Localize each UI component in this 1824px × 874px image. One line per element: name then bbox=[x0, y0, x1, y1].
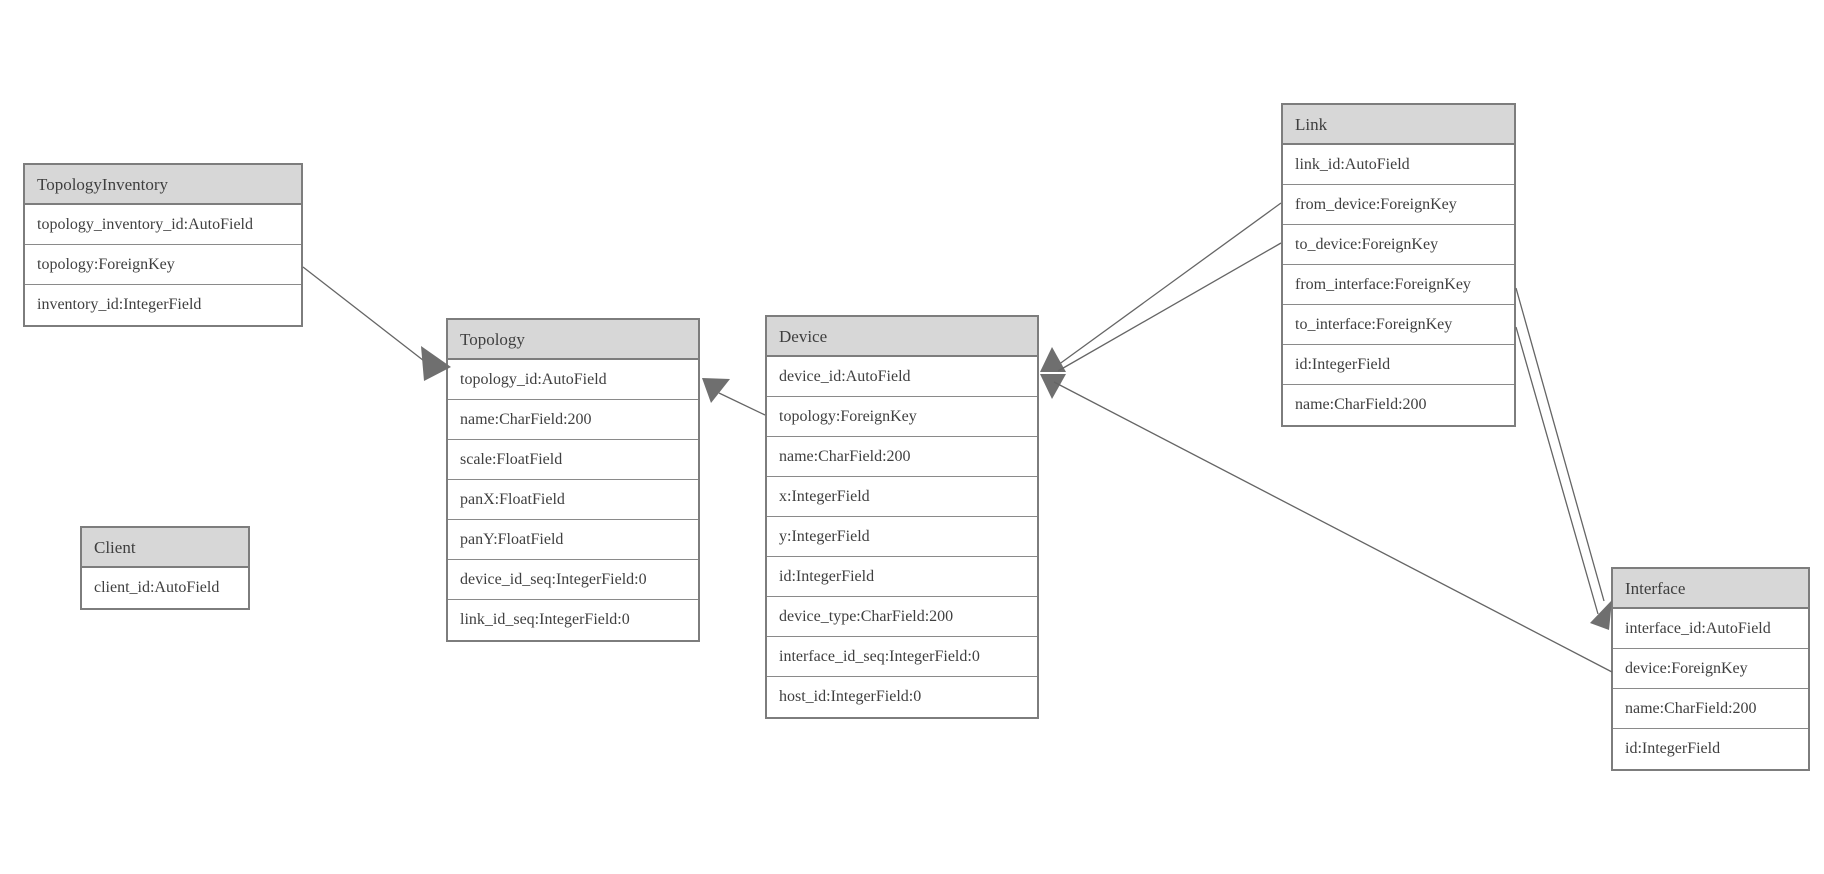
entity-topology-title: Topology bbox=[448, 320, 698, 360]
entity-topology-field-scale: scale:FloatField bbox=[448, 440, 698, 480]
entity-interface-field-name: name:CharField:200 bbox=[1613, 689, 1808, 729]
arrowhead-icon bbox=[1040, 374, 1066, 399]
entity-link-field-link_id: link_id:AutoField bbox=[1283, 145, 1514, 185]
edge-line-link-todevice-device bbox=[1057, 242, 1282, 372]
edge-link-todevice-device bbox=[1040, 242, 1282, 399]
edge-line-device-topology bbox=[718, 392, 766, 416]
entity-device-field-device_type: device_type:CharField:200 bbox=[767, 597, 1037, 637]
entity-link-title: Link bbox=[1283, 105, 1514, 145]
entity-device-field-y: y:IntegerField bbox=[767, 517, 1037, 557]
edge-topologyinventory-topology bbox=[302, 266, 451, 381]
entity-topology-inventory-field-topology: topology:ForeignKey bbox=[25, 245, 301, 285]
entity-link-field-name: name:CharField:200 bbox=[1283, 385, 1514, 425]
entity-topology-field-topology_id: topology_id:AutoField bbox=[448, 360, 698, 400]
entity-device-field-host_id: host_id:IntegerField:0 bbox=[767, 677, 1037, 717]
entity-link-field-id: id:IntegerField bbox=[1283, 345, 1514, 385]
edge-line-link-fromdevice-device bbox=[1057, 202, 1282, 366]
edge-line-link-tointerface-interface bbox=[1515, 326, 1599, 615]
entity-device-field-id: id:IntegerField bbox=[767, 557, 1037, 597]
entity-client-title: Client bbox=[82, 528, 248, 568]
entity-link-field-to_interface: to_interface:ForeignKey bbox=[1283, 305, 1514, 345]
entity-topology-field-panY: panY:FloatField bbox=[448, 520, 698, 560]
entity-interface-title: Interface bbox=[1613, 569, 1808, 609]
edge-link-frominterface-interface bbox=[1515, 287, 1612, 630]
entity-link-field-from_device: from_device:ForeignKey bbox=[1283, 185, 1514, 225]
entity-topology-inventory-field-inventory_id: inventory_id:IntegerField bbox=[25, 285, 301, 325]
arrowhead-icon bbox=[1590, 600, 1612, 630]
entity-link-field-from_interface: from_interface:ForeignKey bbox=[1283, 265, 1514, 305]
entity-topology-field-link_id_seq: link_id_seq:IntegerField:0 bbox=[448, 600, 698, 640]
entity-device-title: Device bbox=[767, 317, 1037, 357]
edge-link-fromdevice-device bbox=[1040, 202, 1282, 372]
entity-client-field-client_id: client_id:AutoField bbox=[82, 568, 248, 608]
arrowhead-icon bbox=[1040, 347, 1066, 372]
entity-topology-inventory-title: TopologyInventory bbox=[25, 165, 301, 205]
entity-link-field-to_device: to_device:ForeignKey bbox=[1283, 225, 1514, 265]
entity-topology-inventory-field-topology_inventory_id: topology_inventory_id:AutoField bbox=[25, 205, 301, 245]
entity-topology-field-device_id_seq: device_id_seq:IntegerField:0 bbox=[448, 560, 698, 600]
entity-device-field-interface_id_seq: interface_id_seq:IntegerField:0 bbox=[767, 637, 1037, 677]
edge-device-topology bbox=[702, 378, 766, 416]
entity-interface-field-device: device:ForeignKey bbox=[1613, 649, 1808, 689]
entity-topology-field-panX: panX:FloatField bbox=[448, 480, 698, 520]
edge-line-topologyinventory-topology bbox=[302, 266, 438, 372]
entity-device-field-topology: topology:ForeignKey bbox=[767, 397, 1037, 437]
arrowhead-icon bbox=[702, 378, 730, 403]
edge-line-link-frominterface-interface bbox=[1515, 287, 1605, 602]
entity-topology-field-name: name:CharField:200 bbox=[448, 400, 698, 440]
entity-interface-field-interface_id: interface_id:AutoField bbox=[1613, 609, 1808, 649]
entity-device-field-x: x:IntegerField bbox=[767, 477, 1037, 517]
edge-link-tointerface-interface bbox=[1515, 326, 1599, 615]
entity-device-field-device_id: device_id:AutoField bbox=[767, 357, 1037, 397]
entity-device-field-name: name:CharField:200 bbox=[767, 437, 1037, 477]
entity-interface-field-id: id:IntegerField bbox=[1613, 729, 1808, 769]
